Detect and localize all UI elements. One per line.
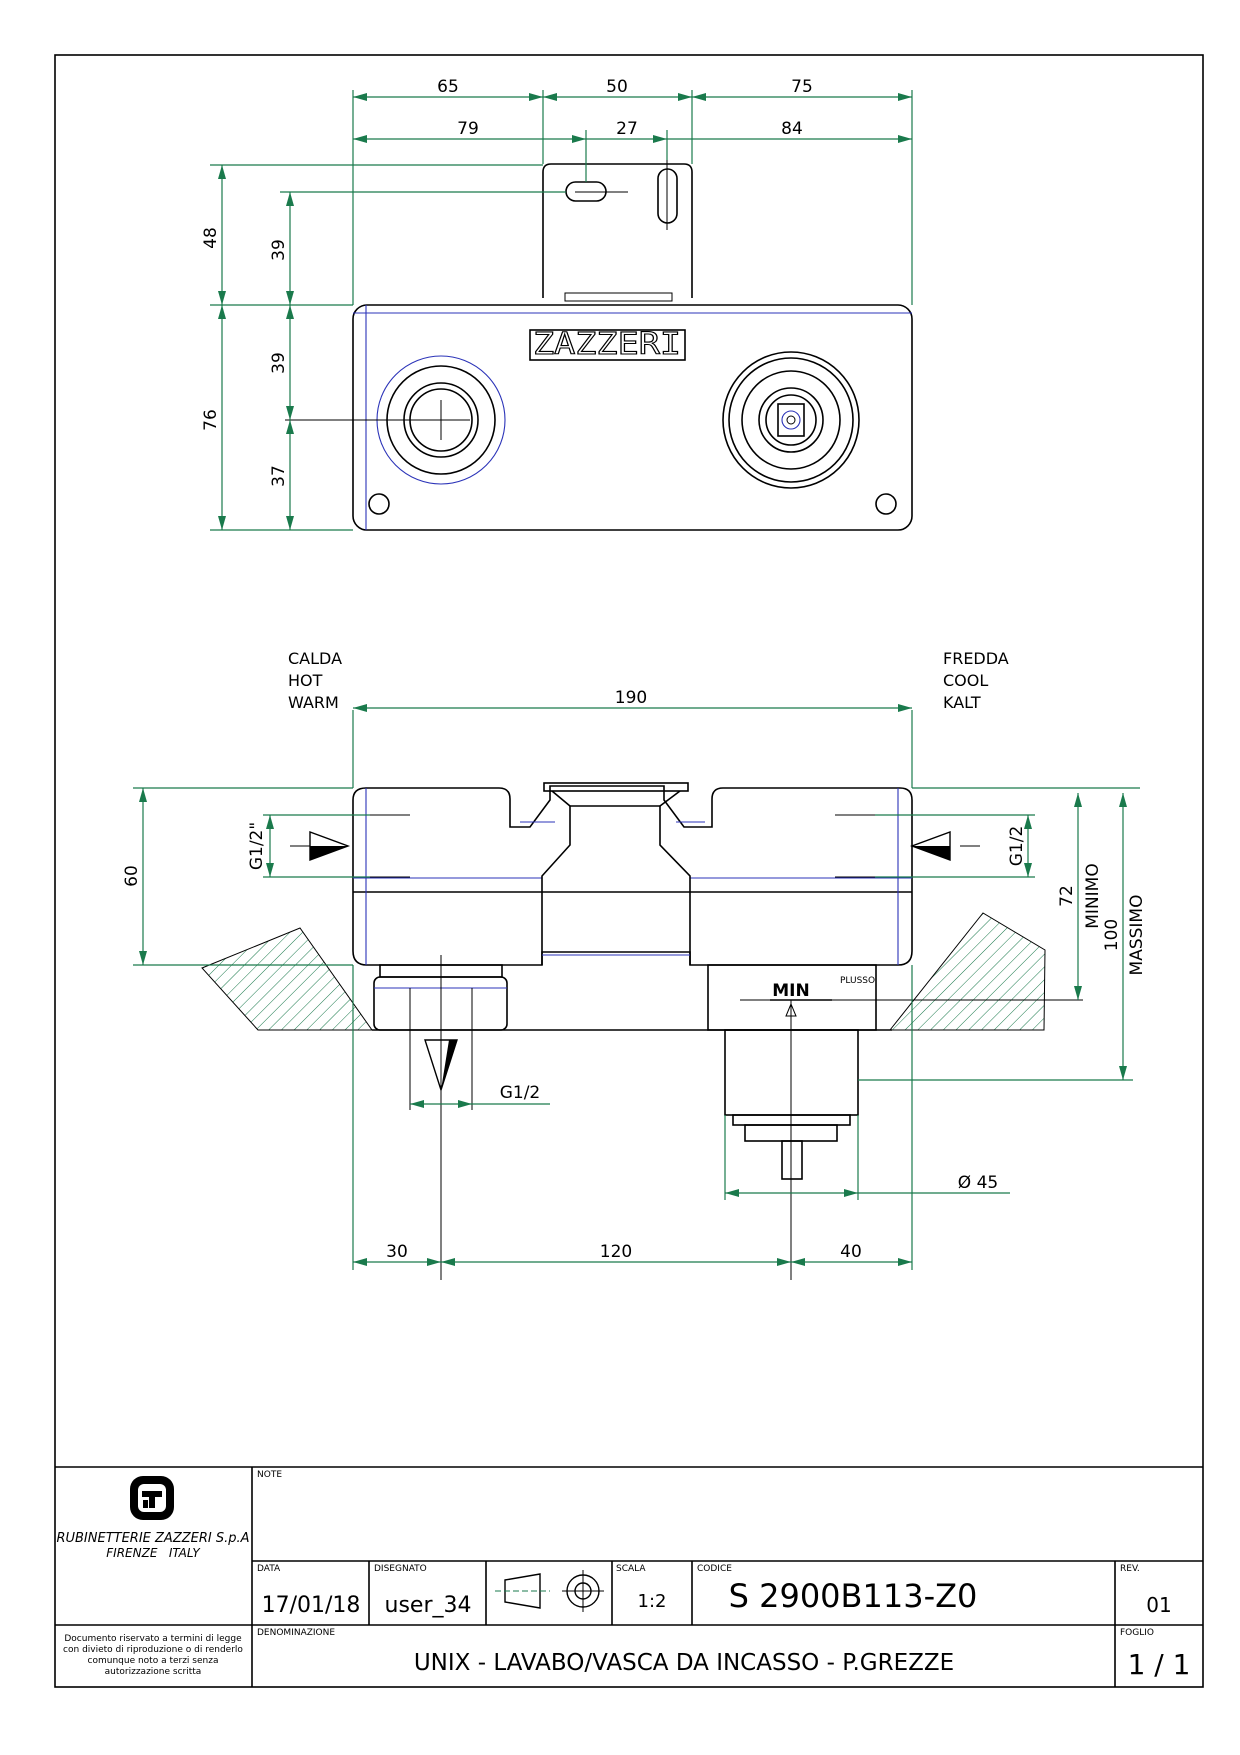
denominazione-value: UNIX - LAVABO/VASCA DA INCASSO - P.GREZZ… — [414, 1650, 954, 1676]
codice-value: S 2900B113-Z0 — [729, 1577, 978, 1615]
dim-massimo-label: MASSIMO — [1127, 895, 1147, 976]
disegnato-label: DISEGNATO — [374, 1564, 427, 1574]
data-value: 17/01/18 — [262, 1593, 361, 1618]
dim-top-79: 79 — [457, 119, 479, 139]
cold-label-fredda: FREDDA — [943, 649, 1009, 668]
company-city: FIRENZE ITALY — [106, 1546, 201, 1560]
dim-diameter-45: Ø 45 — [958, 1173, 998, 1193]
denominazione-label: DENOMINAZIONE — [257, 1628, 335, 1638]
dim-inner-37: 37 — [269, 465, 289, 487]
brand-logo: ZAZZERI — [533, 327, 681, 362]
dim-inner-39a: 39 — [269, 239, 289, 261]
dim-width-190: 190 — [615, 688, 647, 708]
dim-g12-bottom: G1/2 — [500, 1083, 541, 1103]
scala-label: SCALA — [616, 1564, 646, 1574]
disclaimer-line-3: comunque noto a terzi senza — [88, 1656, 219, 1666]
dim-bottom-40: 40 — [840, 1242, 862, 1262]
scala-value: 1:2 — [638, 1591, 667, 1612]
dim-height-60: 60 — [122, 865, 142, 887]
hot-label-calda: CALDA — [288, 649, 342, 668]
dim-inner-39b: 39 — [269, 352, 289, 374]
dim-top-27: 27 — [616, 119, 638, 139]
note-label: NOTE — [257, 1470, 282, 1480]
dim-left-76: 76 — [201, 409, 221, 431]
disegnato-value: user_34 — [385, 1593, 472, 1618]
svg-text:P​LUSSO: P​LUSSO — [840, 976, 875, 986]
dim-g12-left: G1/2" — [247, 822, 267, 870]
dim-minimo-label: MINIMO — [1083, 863, 1103, 928]
company-name: RUBINETTERIE ZAZZERI S.p.A — [56, 1531, 249, 1546]
disclaimer-line-2: con divieto di riproduzione o di renderl… — [63, 1645, 243, 1655]
cold-label-cool: COOL — [943, 671, 988, 690]
dim-top-65: 65 — [437, 77, 459, 97]
dim-bottom-120: 120 — [600, 1242, 632, 1262]
title-block: RUBINETTERIE ZAZZERI S.p.A FIRENZE ITALY… — [55, 1466, 1203, 1687]
dim-top-75: 75 — [791, 77, 813, 97]
projection-symbol-icon — [495, 1570, 604, 1612]
dim-top-50: 50 — [606, 77, 628, 97]
dim-massimo-value: 100 — [1102, 919, 1122, 951]
codice-label: CODICE — [697, 1564, 732, 1574]
min-mark: MIN — [772, 981, 809, 1001]
dim-minimo-value: 72 — [1057, 885, 1077, 907]
disclaimer-line-1: Documento riservato a termini di legge — [64, 1634, 242, 1644]
disclaimer-line-4: autorizzazione scritta — [105, 1667, 202, 1677]
rev-value: 01 — [1146, 1593, 1171, 1617]
hot-label-warm: WARM — [288, 693, 339, 712]
dim-left-48: 48 — [201, 227, 221, 249]
foglio-label: FOGLIO — [1120, 1628, 1154, 1638]
hot-label-hot: HOT — [288, 671, 323, 690]
top-view: ZAZZERI — [201, 77, 913, 531]
data-label: DATA — [257, 1564, 281, 1574]
dim-bottom-30: 30 — [386, 1242, 408, 1262]
cold-label-kalt: KALT — [943, 693, 981, 712]
dim-top-84: 84 — [781, 119, 803, 139]
dim-g12-right: G1/2 — [1007, 826, 1027, 867]
front-view: CALDA HOT WARM FREDDA COOL KALT 190 — [122, 649, 1147, 1280]
sheet-border — [54, 54, 1204, 1688]
foglio-value: 1 / 1 — [1128, 1648, 1191, 1681]
rev-label: REV. — [1120, 1564, 1140, 1574]
